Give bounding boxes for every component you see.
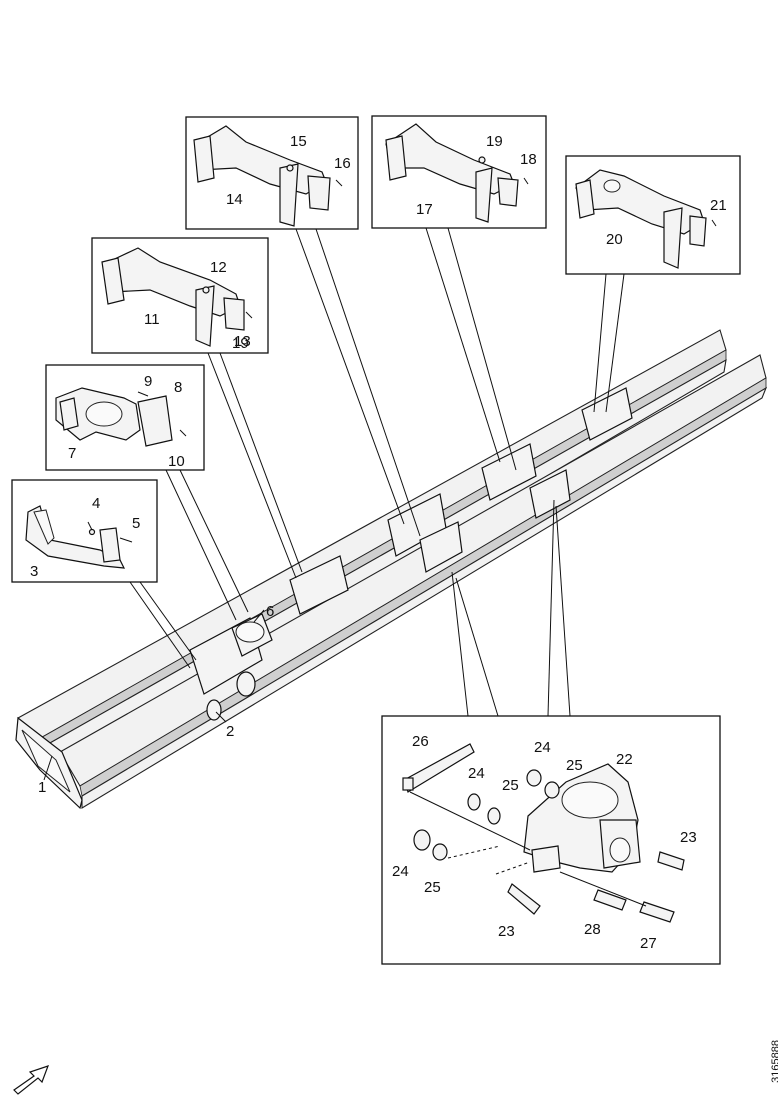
callout-7: 7	[68, 445, 76, 462]
callout-24-mid: 24	[468, 765, 485, 782]
drawing-id: 3165888	[770, 1040, 778, 1083]
callout-21: 21	[710, 197, 727, 214]
callout-23-lower: 23	[498, 923, 515, 940]
callout-24-top: 24	[534, 739, 551, 756]
callout-labels: 1 2 3 4 5 6 7 8 9 10 11 12 13 14 15 16 1…	[30, 133, 727, 952]
callout-19-lower: 19	[232, 335, 249, 352]
callout-6: 6	[266, 603, 274, 620]
callout-20: 20	[606, 231, 623, 248]
callout-27: 27	[640, 935, 657, 952]
callout-17: 17	[416, 201, 433, 218]
detail-box-crossmember-7	[45, 364, 205, 471]
main-frame	[15, 329, 768, 810]
leader-lines	[43, 227, 625, 781]
callout-24-left: 24	[392, 863, 409, 880]
callout-25-top: 25	[566, 757, 583, 774]
callout-5: 5	[132, 515, 140, 532]
callout-12: 12	[210, 259, 227, 276]
detail-box-spring-bracket	[381, 715, 721, 965]
callout-26: 26	[412, 733, 429, 750]
callout-28: 28	[584, 921, 601, 938]
callout-22: 22	[616, 751, 633, 768]
callout-10: 10	[168, 453, 185, 470]
callout-19-upper: 19	[486, 133, 503, 150]
callout-1: 1	[38, 779, 46, 796]
callout-2: 2	[226, 723, 234, 740]
detail-box-rear-crossmember	[11, 479, 158, 583]
callout-15: 15	[290, 133, 307, 150]
callout-25-left: 25	[424, 879, 441, 896]
callout-23-right: 23	[680, 829, 697, 846]
detail-box-crossmember-20	[565, 155, 741, 275]
detail-box-crossmember-11	[91, 237, 269, 354]
callout-16: 16	[334, 155, 351, 172]
callout-3: 3	[30, 563, 38, 580]
callout-13: 13	[234, 333, 251, 350]
callout-4: 4	[92, 495, 100, 512]
callout-8: 8	[174, 379, 182, 396]
callout-11: 11	[144, 311, 160, 328]
callout-25-mid: 25	[502, 777, 519, 794]
callout-18: 18	[520, 151, 537, 168]
front-direction-arrow-icon	[13, 1065, 50, 1095]
detail-box-crossmember-17	[371, 115, 547, 229]
callout-14: 14	[226, 191, 243, 208]
callout-9: 9	[144, 373, 152, 390]
detail-box-crossmember-14	[185, 116, 359, 230]
